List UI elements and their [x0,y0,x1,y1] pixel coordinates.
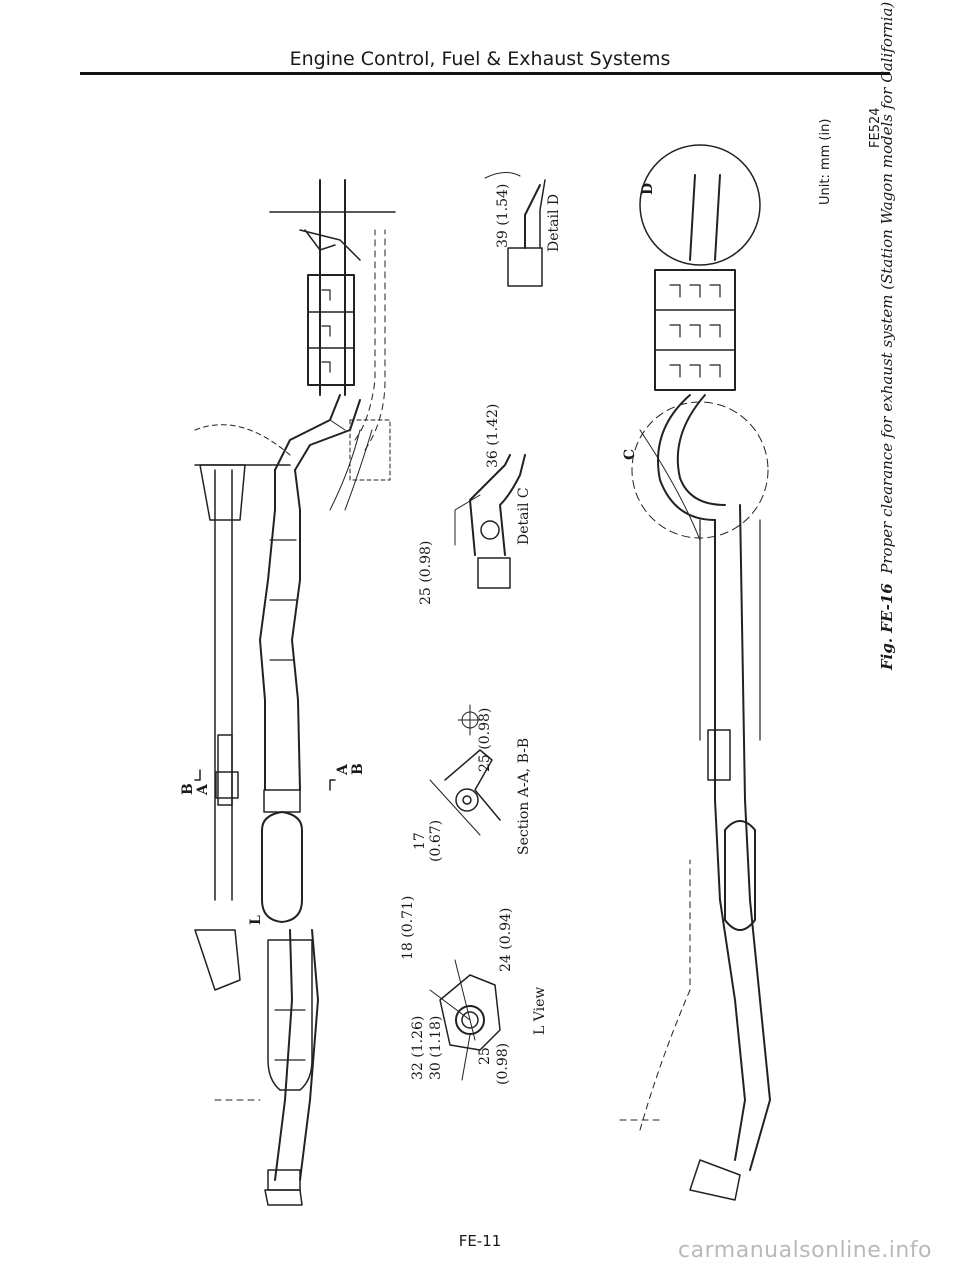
marker-b-left: B [180,783,196,795]
dim-39: 39 (1.54) [495,183,511,248]
l-view-sketch [429,959,501,1081]
figure-caption-text: Proper clearance for exhaust system (Sta… [878,1,896,574]
watermark: carmanualsonline.info [678,1238,932,1263]
dim-25-l: 25 [477,1047,493,1065]
figure-caption-number: Fig. FE-16 [878,583,896,670]
section-ab-label: Section A-A, B-B [516,737,532,855]
marker-a-right: A [335,764,351,775]
dim-25-s: 25 (0.98) [477,707,493,772]
marker-b-right: B [350,763,366,775]
marker-a-left: A [195,784,211,795]
right-exhaust-assembly [619,144,771,1201]
marker-d: D [640,182,656,195]
detail-d-sketch [484,172,546,287]
page-number: FE-11 [458,1232,502,1250]
dim-32: 32 (1.26) [410,1015,426,1080]
left-exhaust-assembly [194,179,396,1206]
marker-l: L [248,915,264,925]
detail-c-label: Detail C [516,487,532,545]
header-rule [80,72,890,75]
detail-c-sketch [454,454,526,589]
unit-label: Unit: mm (in) [818,118,833,205]
marker-c: C [622,448,638,460]
page-header: Engine Control, Fuel & Exhaust Systems [289,48,671,70]
detail-d-label: Detail D [546,193,562,252]
figure-caption: Fig. FE-16 Proper clearance for exhaust … [878,2,896,670]
dim-25-c: 25 (0.98) [418,540,434,605]
l-view-label: L View [532,986,548,1035]
dim-24: 24 (0.94) [498,907,514,972]
dim-17: 17 [412,832,428,850]
dim-36: 36 (1.42) [485,403,501,468]
dim-18: 18 (0.71) [400,895,416,960]
dim-25-l-in: (0.98) [495,1042,511,1085]
dim-17-in: (0.67) [428,819,444,862]
section-ab-sketch [429,704,501,836]
dim-30: 30 (1.18) [428,1015,444,1080]
